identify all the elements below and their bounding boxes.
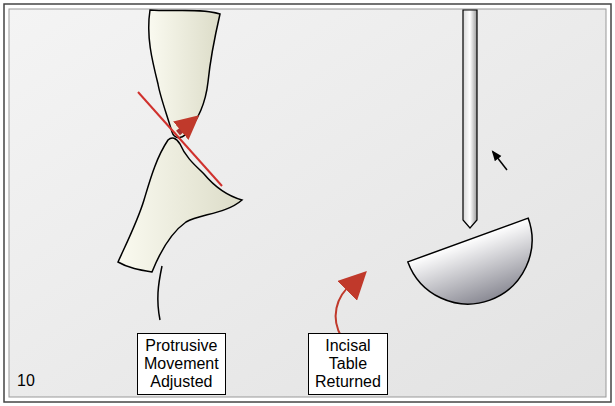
callout-text: Protrusive Movement Adjusted <box>144 337 219 391</box>
movement-arrow <box>178 123 190 133</box>
figure-number: 10 <box>17 372 35 390</box>
return-arrow <box>336 284 352 338</box>
incisal-pin <box>463 10 477 228</box>
pin-arrow <box>493 152 507 170</box>
panel <box>9 9 606 397</box>
outer-frame <box>4 4 611 402</box>
return-arrow-head <box>350 281 357 288</box>
lower-incisor <box>118 138 242 272</box>
leader-line <box>158 266 162 320</box>
callout-box: Protrusive Movement Adjusted <box>137 333 226 395</box>
callout-text: Incisal Table Returned <box>315 337 381 391</box>
callout-box: Incisal Table Returned <box>308 333 388 395</box>
upper-incisor <box>149 10 220 138</box>
incisal-table <box>408 218 550 322</box>
guidance-line <box>138 92 222 186</box>
